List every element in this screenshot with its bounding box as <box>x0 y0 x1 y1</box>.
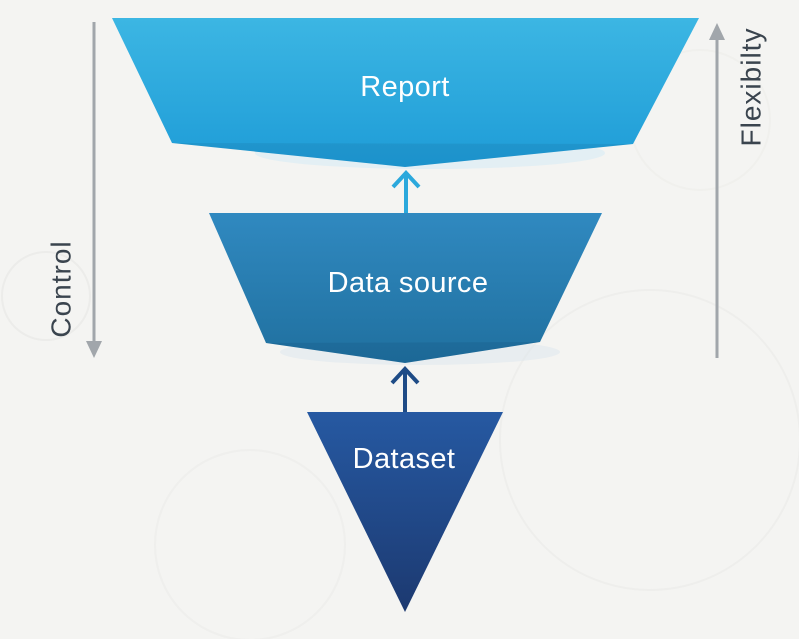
arrow-dataset-to-datasource <box>390 366 420 413</box>
dataset-label: Dataset <box>353 443 456 475</box>
datasource-label: Data source <box>328 267 489 299</box>
control-arrowhead <box>86 341 102 358</box>
flexibility-label: Flexibilty <box>736 28 767 147</box>
dataset-shape <box>307 412 503 612</box>
datasource-shape <box>209 213 602 363</box>
flexibility-axis: Flexibilty <box>709 23 767 358</box>
control-label: Control <box>46 240 77 337</box>
arrow-up-head-icon <box>390 366 420 385</box>
report-fold <box>172 143 633 167</box>
arrow-datasource-to-report <box>391 170 421 214</box>
datasource-layer: Data source <box>209 213 602 363</box>
report-label: Report <box>360 71 449 103</box>
flexibility-arrowhead <box>709 23 725 40</box>
dataset-layer: Dataset <box>307 412 503 612</box>
control-axis: Control <box>46 22 102 358</box>
arrow-up-head-icon <box>391 170 421 189</box>
datasource-fold <box>266 342 540 363</box>
report-layer: Report <box>112 18 699 167</box>
report-shape <box>112 18 699 167</box>
